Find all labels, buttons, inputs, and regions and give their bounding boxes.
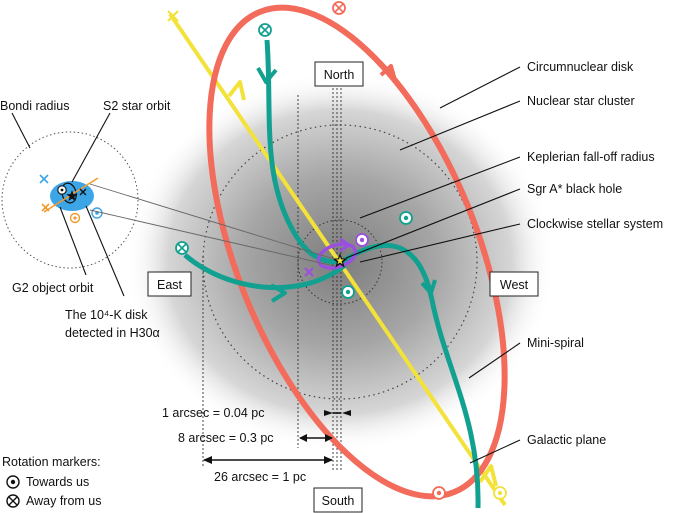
south-label: South xyxy=(322,494,355,508)
mini-spiral-arrow xyxy=(270,283,287,303)
zoom-line xyxy=(89,183,335,260)
circumnuclear-disk-arrow xyxy=(379,64,397,81)
clockwise-stellar-system xyxy=(316,242,358,270)
towards-marker-circumnuclear-disk xyxy=(432,486,446,500)
zoom-line xyxy=(89,209,335,267)
west-box xyxy=(489,271,539,297)
inset-towards-marker-blue xyxy=(91,207,103,219)
towards-marker-mini-spiral-center xyxy=(341,285,355,299)
pointer-disk-10k xyxy=(85,205,125,297)
south-box xyxy=(313,487,363,513)
pointer-clockwise-system xyxy=(359,223,521,263)
pointer-s2-orbit xyxy=(71,112,111,183)
north-label: North xyxy=(324,68,355,82)
away-marker-clockwise-system xyxy=(304,267,314,277)
pointer-keplerian-radius xyxy=(359,156,521,219)
west-label: West xyxy=(500,278,529,292)
galactic-plane-arrow xyxy=(227,80,246,101)
legend-towards-label: Towards us xyxy=(26,475,89,489)
towards-marker-mini-spiral-west xyxy=(399,211,413,225)
label-disk-10k-line2: detected in H30α xyxy=(65,326,160,340)
keplerian-radius-circle xyxy=(297,219,383,305)
inset-away-marker-orange xyxy=(41,203,50,212)
label-g2-orbit: G2 object orbit xyxy=(12,281,94,295)
circumnuclear-disk xyxy=(206,4,508,500)
clockwise-system-arrow xyxy=(339,237,352,253)
label-mini-spiral: Mini-spiral xyxy=(527,336,584,350)
away-marker-circumnuclear-disk xyxy=(332,1,346,15)
towards-marker-galactic-plane xyxy=(493,486,507,500)
label-s2-orbit: S2 star orbit xyxy=(103,99,171,113)
away-marker-mini-spiral-east xyxy=(175,241,189,255)
inset-towards-marker xyxy=(57,185,67,195)
legend-away-icon xyxy=(6,494,20,508)
label-galactic-plane: Galactic plane xyxy=(527,433,606,447)
away-marker-galactic-plane xyxy=(167,10,179,22)
inset-away-marker-blue xyxy=(39,174,49,184)
label-sgr-a: Sgr A* black hole xyxy=(527,182,622,196)
inset-towards-marker-orange xyxy=(69,212,81,224)
galactic-plane-arrow xyxy=(478,464,498,487)
label-bondi-radius: Bondi radius xyxy=(0,99,70,113)
pointer-circumnuclear-disk xyxy=(439,66,521,109)
away-marker-mini-spiral-north xyxy=(258,23,272,37)
label-circumnuclear-disk: Circumnuclear disk xyxy=(527,60,634,74)
pointer-galactic-plane xyxy=(469,439,521,464)
north-box xyxy=(314,61,364,87)
scale-label-1arcsec: 1 arcsec = 0.04 pc xyxy=(162,406,265,420)
east-label: East xyxy=(157,278,183,292)
scale-arrow xyxy=(299,434,333,442)
pointer-g2-orbit xyxy=(59,206,87,276)
legend-towards-icon xyxy=(6,475,20,489)
bondi-radius-circle xyxy=(1,131,139,269)
pointer-bondi-radius xyxy=(11,112,31,149)
legend-away-label: Away from us xyxy=(26,494,102,508)
mini-spiral-western-arc xyxy=(340,242,481,509)
mini-spiral-eastern-arm xyxy=(183,253,347,291)
mini-spiral-arrow xyxy=(256,67,278,84)
pointer-sgr-a xyxy=(345,188,521,259)
label-disk-10k-line1: The 10⁴-K disk xyxy=(65,308,148,322)
scale-label-26arcsec: 26 arcsec = 1 pc xyxy=(214,470,306,484)
inset-black-hole-star xyxy=(66,190,78,201)
scale-label-8arcsec: 8 arcsec = 0.3 pc xyxy=(178,431,274,445)
east-box xyxy=(147,271,192,297)
inset-away-marker xyxy=(79,188,87,196)
pointer-mini-spiral xyxy=(468,342,521,379)
sgr-a-star-inner xyxy=(336,256,344,265)
pointer-nuclear-star-cluster xyxy=(399,100,521,151)
label-clockwise-system: Clockwise stellar system xyxy=(527,217,663,231)
legend-title: Rotation markers: xyxy=(2,455,101,469)
label-keplerian-radius: Keplerian fall-off radius xyxy=(527,150,655,164)
scale-arrow xyxy=(324,410,351,416)
label-nuclear-star-cluster: Nuclear star cluster xyxy=(527,94,635,108)
mini-spiral-arrow xyxy=(420,279,437,295)
towards-marker-clockwise-system xyxy=(355,233,369,247)
